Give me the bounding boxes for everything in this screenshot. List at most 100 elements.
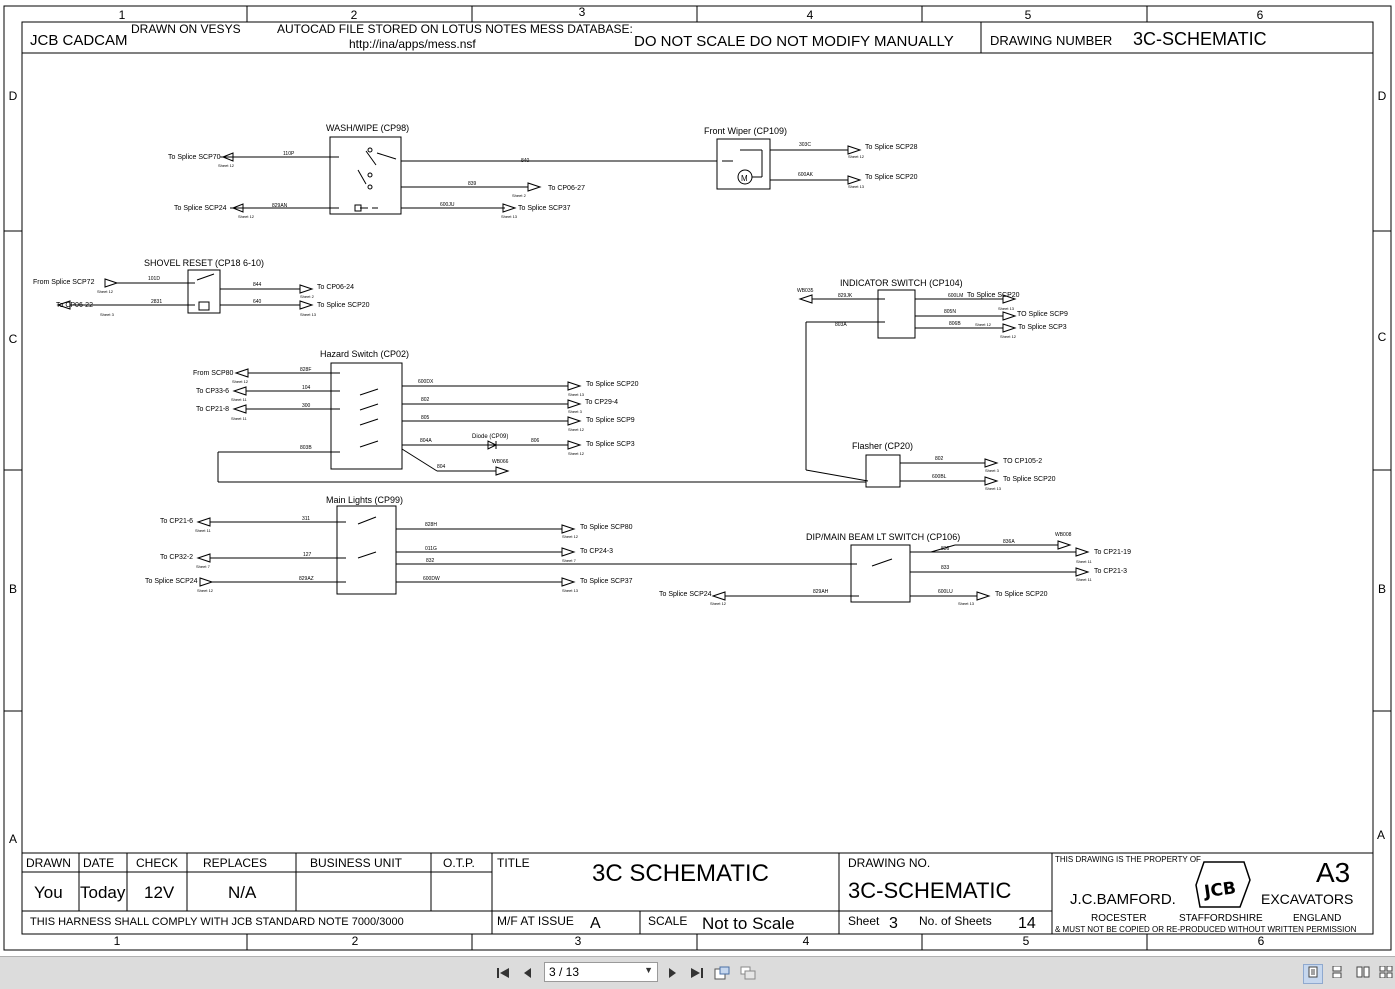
tb-company-name: J.C.BAMFORD. — [1070, 891, 1176, 908]
wire-833: 833 — [941, 565, 950, 571]
wire-600dw: 600DW — [423, 576, 440, 582]
schematic-drawing: 1 2 3 4 5 6 1 2 3 4 5 6 D C B A D C B A … — [3, 5, 1392, 951]
tb-county: STAFFORDSHIRE — [1179, 913, 1263, 924]
conn-sr-cp06-22: To CP06-22 — [56, 302, 93, 309]
tb-harness-note: THIS HARNESS SHALL COMPLY WITH JCB STAND… — [30, 916, 404, 928]
previous-page-icon[interactable] — [520, 965, 536, 981]
sheet-ref: Sheet 12 — [197, 588, 214, 593]
wire-829jk: 829JK — [838, 293, 853, 299]
grid-row-d: D — [9, 89, 18, 103]
label-hazard-switch: Hazard Switch (CP02) — [320, 349, 409, 359]
conn-fl-scp20: To Splice SCP20 — [1003, 476, 1056, 483]
wire-829az: 829AZ — [299, 576, 314, 582]
conn-ml-scp37: To Splice SCP37 — [580, 578, 633, 585]
wire-127: 127 — [303, 552, 312, 558]
drawing-sheet: 1 2 3 4 5 6 1 2 3 4 5 6 D C B A D C B A … — [0, 0, 1395, 956]
conn-ww-cp06-27: To CP06-27 — [548, 185, 585, 192]
conn-hz-cp21-8: To CP21-8 — [196, 406, 229, 413]
sheet-ref: Sheet 12 — [710, 601, 727, 606]
page-number-select[interactable]: 3 / 13 ▼ — [544, 962, 658, 982]
grid-row-a-right: A — [1377, 828, 1385, 842]
sheet-ref: Sheet 13 — [300, 312, 317, 317]
conn-is-scp3: To Splice SCP3 — [1018, 324, 1067, 331]
sheet-ref: Sheet 12 — [238, 214, 255, 219]
sheet-ref: Sheet 7 — [562, 558, 577, 563]
conn-dm-cp21-19: To CP21-19 — [1094, 549, 1131, 556]
tb-country: ENGLAND — [1293, 913, 1341, 924]
conn-is-scp9: TO Splice SCP9 — [1017, 311, 1068, 318]
conn-hz-wb066: WB066 — [492, 459, 509, 465]
sheet-ref: Sheet 11 — [195, 528, 211, 533]
jcb-logo-text: JCB — [1202, 878, 1237, 902]
wire-844: 844 — [253, 282, 262, 288]
sheet-ref: Sheet 11 — [1076, 559, 1092, 564]
tb-date-value: Today — [80, 883, 126, 902]
tb-date-label: DATE — [83, 856, 114, 870]
tb-business-unit-label: BUSINESS UNIT — [310, 856, 403, 870]
tb-drawing-no-label: DRAWING NO. — [848, 856, 930, 870]
tb-scale-value: Not to Scale — [702, 914, 795, 933]
label-flasher: Flasher (CP20) — [852, 441, 913, 451]
continuous-icon[interactable] — [1327, 964, 1347, 984]
wire-840: 840 — [521, 158, 530, 164]
facing-continuous-icon[interactable] — [1376, 964, 1395, 984]
grid-col-6-bottom: 6 — [1258, 934, 1265, 948]
conn-ww-scp70: To Splice SCP70 — [168, 154, 221, 161]
grid-col-6: 6 — [1257, 8, 1264, 22]
wire-805n: 805N — [944, 309, 956, 315]
wire-101d: 101D — [148, 276, 160, 282]
sheet-ref: Sheet 13 — [998, 306, 1015, 311]
conn-ml-cp32-2: To CP32-2 — [160, 554, 193, 561]
sheet-ref: Sheet 12 — [232, 379, 249, 384]
chevron-down-icon: ▼ — [644, 965, 653, 975]
label-shovel-reset: SHOVEL RESET (CP18 6-10) — [144, 258, 264, 268]
wire-011g: 011G — [425, 546, 437, 552]
tb-sheet-value: 3 — [889, 915, 898, 932]
last-page-icon[interactable] — [688, 965, 704, 981]
label-front-wiper: Front Wiper (CP109) — [704, 126, 787, 136]
sheet-ref: Sheet 11 — [231, 416, 247, 421]
wire-836a: 836A — [1003, 539, 1015, 545]
grid-col-2-bottom: 2 — [352, 934, 359, 948]
conn-ml-cp21-6: To CP21-6 — [160, 518, 193, 525]
wire-600bl: 600BL — [932, 474, 947, 480]
fit-width-icon[interactable] — [740, 965, 756, 981]
wire-802-flasher: 802 — [935, 456, 944, 462]
sheet-ref: Sheet 12 — [975, 322, 992, 327]
conn-fl-cp105-2: TO CP105-2 — [1003, 458, 1042, 465]
wire-828f: 828F — [300, 367, 311, 373]
wire-803a: 803A — [835, 322, 847, 328]
fit-page-icon[interactable] — [714, 965, 730, 981]
page-indicator: 3 / 13 — [549, 965, 580, 979]
next-page-icon[interactable] — [664, 965, 680, 981]
grid-col-1-bottom: 1 — [114, 934, 121, 948]
label-main-lights: Main Lights (CP99) — [326, 495, 403, 505]
conn-hz-from-scp80: From SCP80 — [193, 370, 234, 377]
sheet-ref: Sheet 12 — [1000, 334, 1017, 339]
grid-col-1: 1 — [119, 8, 126, 22]
shovel-reset-box — [187, 269, 221, 314]
wire-2831: 2831 — [151, 299, 162, 305]
conn-ml-cp24-3: To CP24-3 — [580, 548, 613, 555]
sheet-ref: Sheet 11 — [1076, 577, 1092, 582]
tb-city: ROCESTER — [1091, 913, 1147, 924]
wire-600ju: 600JU — [440, 202, 455, 208]
sheet-ref: Sheet 13 — [985, 486, 1002, 491]
wire-300: 300 — [302, 403, 311, 409]
main-lights-box — [336, 505, 397, 595]
tb-copy-note: & MUST NOT BE COPIED OR RE-PRODUCED WITH… — [1055, 925, 1357, 934]
first-page-icon[interactable] — [496, 965, 512, 981]
outer-border — [3, 5, 1392, 951]
sheet-ref: Sheet 7 — [196, 564, 211, 569]
facing-icon[interactable] — [1353, 964, 1373, 984]
tb-mf-value: A — [590, 915, 601, 932]
conn-sr-scp20: To Splice SCP20 — [317, 302, 370, 309]
wire-104: 104 — [302, 385, 311, 391]
wire-600dx: 600DX — [418, 379, 434, 385]
inner-border — [21, 21, 1374, 935]
sheet-ref: Sheet 13 — [958, 601, 975, 606]
single-page-icon[interactable] — [1303, 964, 1323, 984]
conn-fw-scp20: To Splice SCP20 — [865, 174, 918, 181]
arrow-scp37-ww — [502, 203, 517, 213]
wire-110p: 110P — [283, 151, 295, 157]
